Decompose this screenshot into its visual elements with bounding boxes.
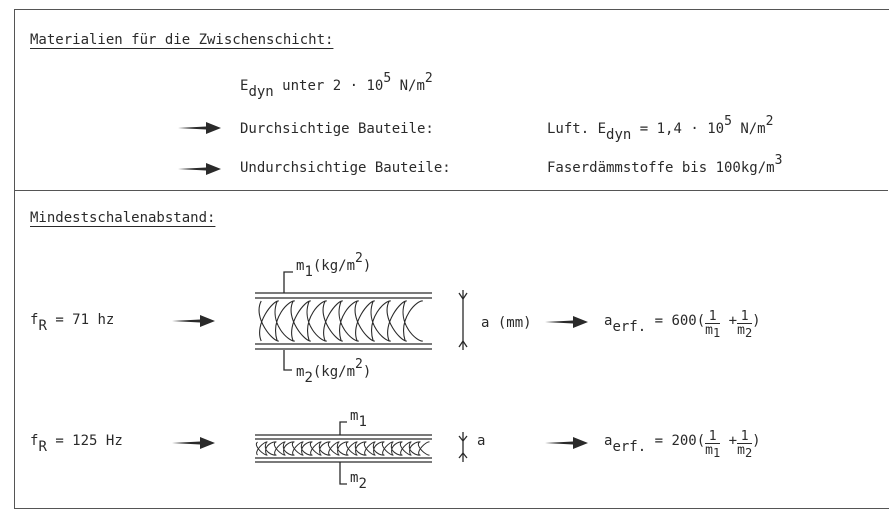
arrow-right-icon bbox=[178, 122, 221, 134]
edyn-subscript: dyn bbox=[248, 84, 274, 100]
case1-m1-leader bbox=[283, 271, 293, 293]
case2-m2-leader bbox=[339, 462, 347, 485]
case1-m2-label: m2(kg/m2) bbox=[296, 357, 372, 386]
case2-f-subscript: R bbox=[38, 439, 47, 455]
row1-subscript: dyn bbox=[606, 127, 632, 143]
arrow-right-icon bbox=[172, 437, 215, 449]
case2-f-symbol: f bbox=[30, 433, 39, 449]
row1-symbol: E bbox=[597, 121, 607, 137]
edyn-text: unter 2 · 10 bbox=[282, 78, 384, 94]
case2-insulation bbox=[255, 441, 430, 456]
insulation-loops bbox=[258, 300, 423, 342]
arrow-right-icon bbox=[545, 316, 588, 328]
row1-exponent: 5 bbox=[724, 114, 732, 129]
edyn-exponent: 5 bbox=[383, 71, 392, 86]
case2-m1-leader bbox=[339, 421, 347, 435]
case2-m2-label: m2 bbox=[350, 470, 367, 492]
case1-a-label: a (mm) bbox=[481, 315, 532, 331]
arrow-right-icon bbox=[178, 163, 221, 175]
row2-value: Faserdämmstoffe bis 100kg/m3 bbox=[547, 153, 782, 177]
row2-exponent: 3 bbox=[774, 153, 783, 168]
section-title-materials: Materialien für die Zwischenschicht: bbox=[30, 32, 334, 48]
case1-f-symbol: f bbox=[30, 312, 39, 328]
case1-m2-leader bbox=[283, 350, 292, 371]
document-frame bbox=[14, 9, 889, 509]
row2-value-text: Faserdämmstoffe bis 100kg/m bbox=[547, 160, 775, 176]
row2-label: Undurchsichtige Bauteile: bbox=[240, 160, 451, 176]
case2-frequency: fR = 125 Hz bbox=[30, 433, 123, 455]
row1-value: Luft. Edyn = 1,4 · 105 N/m2 bbox=[547, 114, 773, 143]
insulation-loops bbox=[255, 441, 430, 456]
row1-unit-exponent: 2 bbox=[765, 114, 774, 129]
case2-f-value: = 125 Hz bbox=[55, 433, 123, 449]
section-title-distance: Mindestschalenabstand: bbox=[30, 210, 216, 226]
case2-m1-label: m1 bbox=[350, 408, 367, 430]
case1-frequency: fR = 71 hz bbox=[30, 312, 115, 334]
case1-insulation bbox=[258, 300, 423, 342]
case1-f-subscript: R bbox=[38, 318, 47, 334]
edyn-unit-exponent: 2 bbox=[424, 71, 433, 86]
section-divider bbox=[14, 190, 888, 191]
arrow-right-icon bbox=[172, 315, 215, 327]
row1-label: Durchsichtige Bauteile: bbox=[240, 121, 434, 137]
arrow-right-icon bbox=[545, 437, 588, 449]
edyn-symbol: E bbox=[240, 78, 249, 94]
edyn-unit: N/m bbox=[399, 78, 425, 94]
case1-m1-label: m1(kg/m2) bbox=[296, 251, 372, 280]
row1-value-pre: Luft. bbox=[547, 121, 590, 137]
case2-a-label: a bbox=[477, 433, 486, 449]
row1-unit: N/m bbox=[740, 121, 766, 137]
case1-f-value: = 71 hz bbox=[55, 312, 115, 328]
edyn-condition: Edyn unter 2 · 105 N/m2 bbox=[240, 71, 433, 100]
row1-equation: = 1,4 · 10 bbox=[639, 121, 725, 137]
